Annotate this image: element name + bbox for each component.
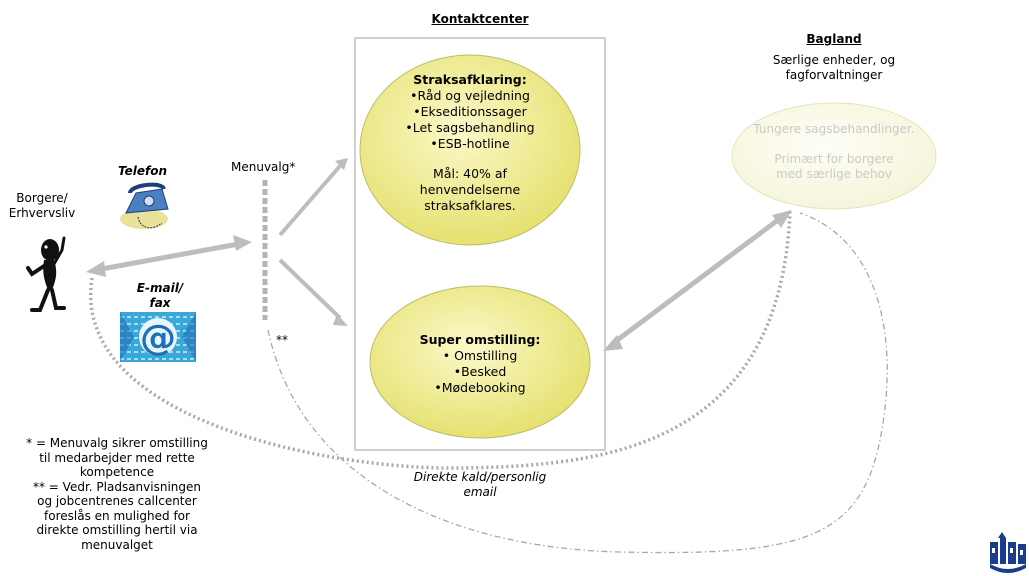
email-label-line: E-mail/	[136, 281, 184, 295]
bagland-ellipse	[731, 102, 937, 210]
menuvalg-label: Menuvalg*	[231, 160, 296, 174]
logo-icon	[990, 532, 1026, 573]
email-fax-label: E-mail/ fax	[120, 281, 200, 311]
bagland-arrowhead	[772, 210, 792, 228]
bagland-subtitle-line: Særlige enheder, og	[772, 53, 896, 67]
footnote-line: direkte omstilling hertil via	[36, 523, 198, 537]
footnote-line: foreslås en mulighed for	[44, 508, 190, 523]
citizen-label-line: Borgere/	[16, 191, 68, 205]
straks-goal-line: henvendelserne	[419, 182, 521, 197]
super-omstilling-ellipse	[369, 285, 591, 439]
straks-goal-line: Mål: 40% af	[433, 166, 507, 181]
super-arrowhead	[603, 335, 623, 351]
direct-call-line: email	[463, 485, 497, 499]
straks-item: •Ekseditionssager	[413, 104, 527, 119]
straks-goal-line: straksafklares.	[424, 198, 516, 213]
kontaktcenter-title: Kontaktcenter	[431, 12, 529, 26]
bagland-subtitle: Særlige enheder, og fagforvaltninger	[744, 53, 924, 83]
super-omstilling-title: Super omstilling:	[419, 332, 541, 347]
direct-call-line: Direkte kald/personlig	[413, 470, 547, 484]
super-bagland-line	[610, 214, 784, 347]
citizen-arrowhead	[86, 261, 106, 277]
telefon-label: Telefon	[118, 164, 168, 178]
footnotes: * = Menuvalg sikrer omstilling til medar…	[2, 436, 232, 552]
footnote-line: kompetence	[79, 465, 155, 479]
straks-item: •Let sagsbehandling	[405, 120, 535, 135]
straks-item: •ESB-hotline	[430, 136, 510, 151]
direct-call-label: Direkte kald/personlig email	[390, 470, 570, 500]
arrow-to-super	[278, 258, 342, 320]
footnote-line: menuvalget	[81, 537, 153, 552]
svg-text:@: @	[140, 318, 176, 359]
straks-item: •Råd og vejledning	[410, 88, 530, 103]
arrowhead-straks	[335, 158, 348, 170]
citizen-label: Borgere/ Erhvervsliv	[2, 191, 82, 221]
bagland-ellipse-line: Tungere sagsbehandlinger.	[753, 122, 915, 136]
super-omstilling-text: Super omstilling: • Omstilling •Besked •…	[375, 332, 585, 396]
menuvalg-dashdot-path	[267, 212, 888, 554]
bagland-ellipse-text: Tungere sagsbehandlinger. Primært for bo…	[734, 122, 934, 182]
arrow-to-straks	[278, 164, 342, 237]
footnote-line: og jobcentrenes callcenter	[37, 494, 197, 508]
telephone-icon	[120, 182, 169, 229]
double-star-label: **	[276, 333, 288, 347]
email-at-icon: @	[120, 312, 196, 362]
citizen-label-line: Erhvervsliv	[8, 206, 76, 220]
arrowhead-super	[333, 314, 348, 326]
citizen-figure-icon	[26, 236, 66, 312]
citizen-menu-line	[95, 240, 245, 273]
email-label-line: fax	[149, 296, 171, 310]
bagland-title: Bagland	[806, 32, 862, 46]
super-item: •Mødebooking	[434, 380, 526, 395]
straksafklaring-text: Straksafklaring: •Råd og vejledning •Eks…	[365, 72, 575, 214]
super-item: •Besked	[453, 364, 507, 379]
bagland-ellipse-line: med særlige behov	[775, 167, 892, 181]
footnote-line: * = Menuvalg sikrer omstilling	[26, 436, 208, 450]
menu-arrowhead	[233, 235, 252, 251]
super-item: • Omstilling	[442, 348, 518, 363]
straksafklaring-ellipse	[359, 54, 581, 246]
bagland-subtitle-line: fagforvaltninger	[785, 68, 883, 82]
bagland-ellipse-line: Primært for borgere	[774, 152, 894, 166]
footnote-line: ** = Vedr. Pladsanvisningen	[32, 479, 201, 494]
footnote-line: til medarbejder med rette	[39, 450, 195, 465]
straksafklaring-title: Straksafklaring:	[413, 72, 527, 87]
